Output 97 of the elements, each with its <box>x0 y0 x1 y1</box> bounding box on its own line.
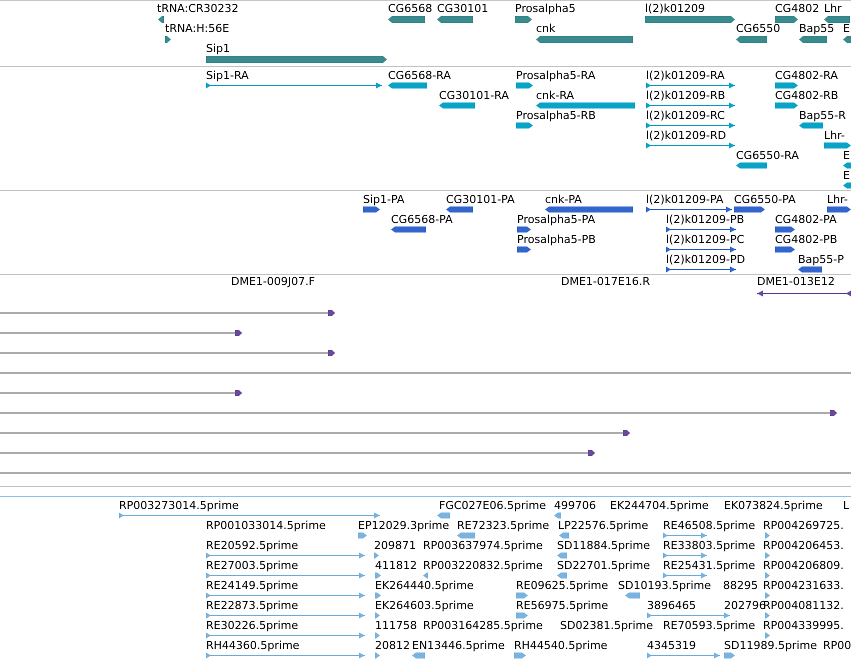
feature-label: Sip1-RA <box>206 70 249 82</box>
feature-label: 411812 <box>375 560 417 572</box>
feature-label: L <box>843 500 850 512</box>
feature-label: RP004206453. <box>763 540 844 552</box>
feature-label: EK073824.5prime <box>724 500 823 512</box>
feature-label: Lhr <box>824 3 842 15</box>
feature-label: RP004269725. <box>763 520 844 532</box>
feature-label: RE25431.5prime <box>663 560 756 572</box>
feature-label: 88295 <box>723 580 758 592</box>
feature-label: CG4802-PA <box>775 214 837 226</box>
feature-label: Bap55-R <box>799 110 846 122</box>
feature-label: CG6550 <box>736 23 780 35</box>
feature-label: RH44540.5prime <box>514 640 608 652</box>
feature-label: CG30101-RA <box>439 90 509 102</box>
feature-label: CG30101-PA <box>446 194 515 206</box>
feature-label: RH44360.5prime <box>206 640 300 652</box>
feature-label: CG6568 <box>388 3 432 15</box>
feature-label: l(2)k01209-RA <box>646 70 725 82</box>
feature-label: Prosalpha5-PA <box>517 214 596 226</box>
feature-label: RP004206809. <box>763 560 844 572</box>
feature-label: 4345319 <box>647 640 696 652</box>
feature-label: CG4802 <box>775 3 820 15</box>
feature-label: EK264440.5prime <box>375 580 474 592</box>
feature-label: Prosalpha5-RB <box>516 110 596 122</box>
feature-label: E <box>843 23 850 35</box>
feature-label: l(2)k01209-PC <box>666 234 744 246</box>
feature-label: l(2)k01209-RB <box>646 90 726 102</box>
feature-label: tRNA:CR30232 <box>157 3 239 15</box>
feature-label: SD22701.5prime <box>557 560 650 572</box>
feature-label: DME1-009J07.F <box>231 276 315 288</box>
feature-label: SD02381.5prime <box>560 620 653 632</box>
feature-label: Bap55-P <box>798 254 844 266</box>
feature-label: RP00 <box>823 640 851 652</box>
feature-label: SD11884.5prime <box>557 540 650 552</box>
feature-label: RP003220832.5prime <box>423 560 543 572</box>
feature-label: cnk-PA <box>545 194 582 206</box>
feature-label: 20812 <box>375 640 410 652</box>
feature-label: RP003164285.5prime <box>423 620 543 632</box>
feature-label: RE24149.5prime <box>206 580 298 592</box>
feature-label: CG4802-RA <box>775 70 838 82</box>
feature-label: 499706 <box>554 500 596 512</box>
feature-label: l(2)k01209-PD <box>666 254 746 266</box>
feature-label: SD10193.5prime <box>618 580 711 592</box>
feature-label: E <box>843 150 850 162</box>
feature-label: Prosalpha5 <box>515 3 576 15</box>
feature-label: RE22873.5prime <box>206 600 298 612</box>
feature-label: 202796 <box>724 600 766 612</box>
feature-label: EK264603.5prime <box>375 600 474 612</box>
feature-label: Lhr- <box>827 194 848 206</box>
feature-label: EK244704.5prime <box>610 500 709 512</box>
feature-label: SD11989.5prime <box>724 640 817 652</box>
feature-label: LP22576.5prime <box>558 520 648 532</box>
feature-label: CG30101 <box>437 3 488 15</box>
feature-label: l(2)k01209-PB <box>666 214 744 226</box>
feature-label: RE70593.5prime <box>663 620 756 632</box>
feature-label: DME1-013E12 <box>757 276 835 288</box>
feature-label: CG6568-RA <box>388 70 451 82</box>
feature-label: CG6550-PA <box>734 194 796 206</box>
feature-label: RE27003.5prime <box>206 560 298 572</box>
feature-label: CG6550-RA <box>736 150 799 162</box>
feature-label: Bap55 <box>799 23 834 35</box>
feature-label: l(2)k01209 <box>645 3 706 15</box>
feature-label: 209871 <box>374 540 416 552</box>
feature-label: Prosalpha5-RA <box>516 70 596 82</box>
feature-label: RE72323.5prime <box>457 520 550 532</box>
feature-label: RE33803.5prime <box>663 540 756 552</box>
feature-label: CG6568-PA <box>391 214 453 226</box>
feature-label: E <box>843 170 850 182</box>
feature-label: RP003637974.5prime <box>423 540 543 552</box>
feature-label: RP003273014.5prime <box>119 500 239 512</box>
feature-label: FGC027E06.5prime <box>439 500 546 512</box>
feature-label: RP004339995. <box>763 620 844 632</box>
feature-label: CG4802-PB <box>775 234 838 246</box>
feature-label: 111758 <box>375 620 417 632</box>
feature-label: cnk-RA <box>536 90 574 102</box>
feature-label: RE09625.5prime <box>516 580 608 592</box>
feature-label: RE20592.5prime <box>206 540 298 552</box>
feature-label: cnk <box>536 23 556 35</box>
feature-label: tRNA:H:56E <box>165 23 230 35</box>
feature-label: RE56975.5prime <box>516 600 608 612</box>
feature-label: Prosalpha5-PB <box>517 234 596 246</box>
feature-label: RE30226.5prime <box>206 620 298 632</box>
feature-label: Sip1 <box>206 43 230 55</box>
feature-label: l(2)k01209-RC <box>646 110 725 122</box>
feature-label: l(2)k01209-RD <box>646 130 726 142</box>
feature-label: EP12029.3prime <box>358 520 450 532</box>
feature-label: 3896465 <box>647 600 696 612</box>
feature-label: Sip1-PA <box>363 194 404 206</box>
feature-label: DME1-017E16.R <box>561 276 650 288</box>
feature-label: RP004231633. <box>763 580 844 592</box>
feature-label: l(2)k01209-PA <box>646 194 724 206</box>
feature-label: RP001033014.5prime <box>206 520 326 532</box>
feature-label: Lhr- <box>824 130 845 142</box>
feature-label: RE46508.5prime <box>663 520 756 532</box>
feature-label: RP004081132. <box>763 600 844 612</box>
feature-label: CG4802-RB <box>775 90 838 102</box>
feature-label: EN13446.5prime <box>412 640 505 652</box>
